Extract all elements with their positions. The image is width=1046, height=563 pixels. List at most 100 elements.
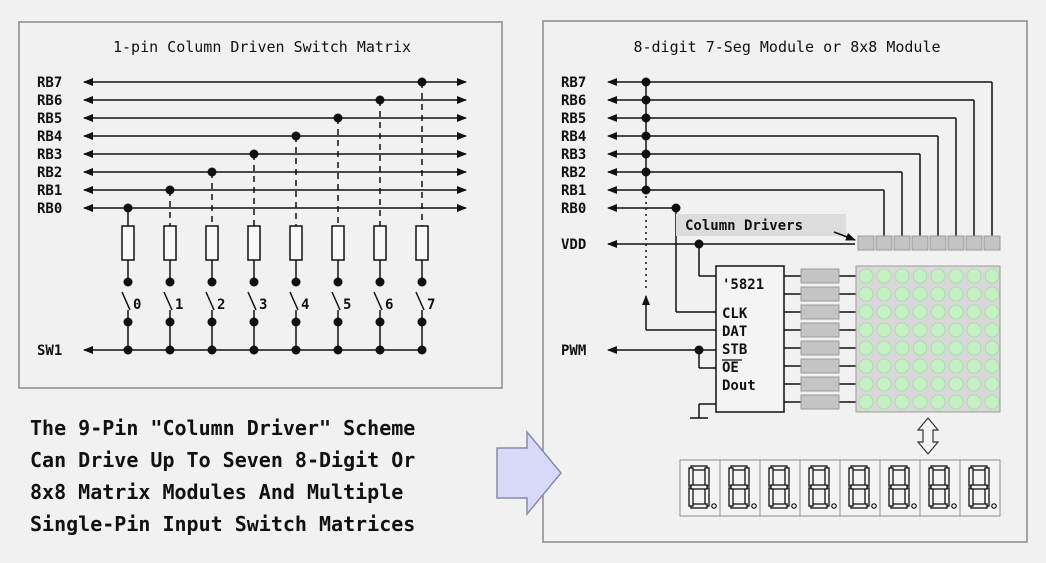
led-dot [984, 304, 1000, 320]
segment [744, 467, 750, 487]
segment [808, 487, 814, 507]
caption: The 9-Pin "Column Driver" Scheme Can Dri… [30, 412, 500, 540]
driver-block [800, 340, 840, 356]
led-dot [876, 394, 892, 410]
led-dot [948, 358, 964, 374]
chip-body [715, 265, 785, 413]
driver-block [800, 304, 840, 320]
column-driver-block [911, 235, 929, 251]
led-dot [930, 304, 946, 320]
bus-junction-dot [165, 345, 175, 355]
segment [944, 487, 950, 507]
decimal-point [791, 503, 797, 509]
bus-junction-dot [249, 345, 259, 355]
led-dot [984, 268, 1000, 284]
segment [928, 487, 934, 507]
caption-line: 8x8 Matrix Modules And Multiple [30, 480, 404, 504]
led-dot [894, 286, 910, 302]
segment [730, 484, 748, 490]
row-label-rb2: RB2 [561, 165, 586, 181]
caption-line: Can Drive Up To Seven 8-Digit Or [30, 448, 416, 472]
row-label-rb0: RB0 [37, 201, 62, 217]
led-dot [984, 340, 1000, 356]
led-dot [912, 322, 928, 338]
segment [824, 467, 830, 487]
decimal-point [751, 503, 757, 509]
switch-number-0: 0 [133, 297, 141, 313]
segment [768, 487, 774, 507]
driver-block [800, 376, 840, 392]
double-arrow-icon [916, 417, 940, 455]
segment [688, 467, 694, 487]
column-driver-block [893, 235, 911, 251]
segment [904, 487, 910, 507]
switch-number-7: 7 [427, 297, 435, 313]
column-drivers-label: Column Drivers [685, 218, 803, 234]
column-driver-block [929, 235, 947, 251]
switch-number-3: 3 [259, 297, 267, 313]
column-driver-block [857, 235, 875, 251]
chip-pin-dout: Dout [722, 378, 756, 394]
led-dot [930, 322, 946, 338]
switch-contact-dot [207, 317, 217, 327]
led-dot [858, 304, 874, 320]
segment [784, 467, 790, 487]
caption-line: The 9-Pin "Column Driver" Scheme [30, 416, 416, 440]
segment [688, 487, 694, 507]
row-label-rb1: RB1 [561, 183, 586, 199]
segment [768, 467, 774, 487]
led-dot [966, 268, 982, 284]
row-label-rb2: RB2 [37, 165, 62, 181]
led-dot [984, 322, 1000, 338]
decimal-point [831, 503, 837, 509]
chip-name: '5821 [722, 277, 764, 293]
led-dot [858, 394, 874, 410]
driver-block [800, 286, 840, 302]
led-matrix [855, 235, 1001, 455]
bus-junction-dot [207, 345, 217, 355]
switch-contact-dot [333, 317, 343, 327]
led-dot [948, 376, 964, 392]
right-panel-title: 8-digit 7-Seg Module or 8x8 Module [633, 38, 940, 56]
segment [784, 487, 790, 507]
switch-lever [205, 291, 215, 311]
driver-block [800, 394, 840, 410]
switch-lever [163, 291, 173, 311]
decimal-point [951, 503, 957, 509]
switch-contact-dot [165, 277, 175, 287]
led-dot [894, 340, 910, 356]
led-dot [912, 358, 928, 374]
switch-number-5: 5 [343, 297, 351, 313]
segment [848, 467, 854, 487]
switch-contact-dot [249, 277, 259, 287]
led-dot [966, 376, 982, 392]
bus-junction-dot [291, 345, 301, 355]
segment [770, 484, 788, 490]
switch-contact-dot [165, 317, 175, 327]
decimal-point [711, 503, 717, 509]
led-dot [966, 304, 982, 320]
segment [888, 487, 894, 507]
switch-contact-dot [333, 277, 343, 287]
diode-icon [331, 225, 345, 261]
decimal-point [911, 503, 917, 509]
led-dot [912, 268, 928, 284]
segment [744, 487, 750, 507]
led-dot [858, 286, 874, 302]
segment [928, 467, 934, 487]
led-dot [876, 340, 892, 356]
led-dot [858, 268, 874, 284]
pwm-label: PWM [561, 343, 586, 359]
led-dot [930, 394, 946, 410]
led-dot [894, 268, 910, 284]
led-dot [966, 340, 982, 356]
row-label-rb7: RB7 [37, 75, 62, 91]
led-dot [966, 358, 982, 374]
chip-pin-dat: DAT [722, 324, 747, 340]
diode-icon [163, 225, 177, 261]
row-label-rb0: RB0 [561, 201, 586, 217]
diode-icon [121, 225, 135, 261]
vdd-label: VDD [561, 237, 586, 253]
led-dot [858, 376, 874, 392]
